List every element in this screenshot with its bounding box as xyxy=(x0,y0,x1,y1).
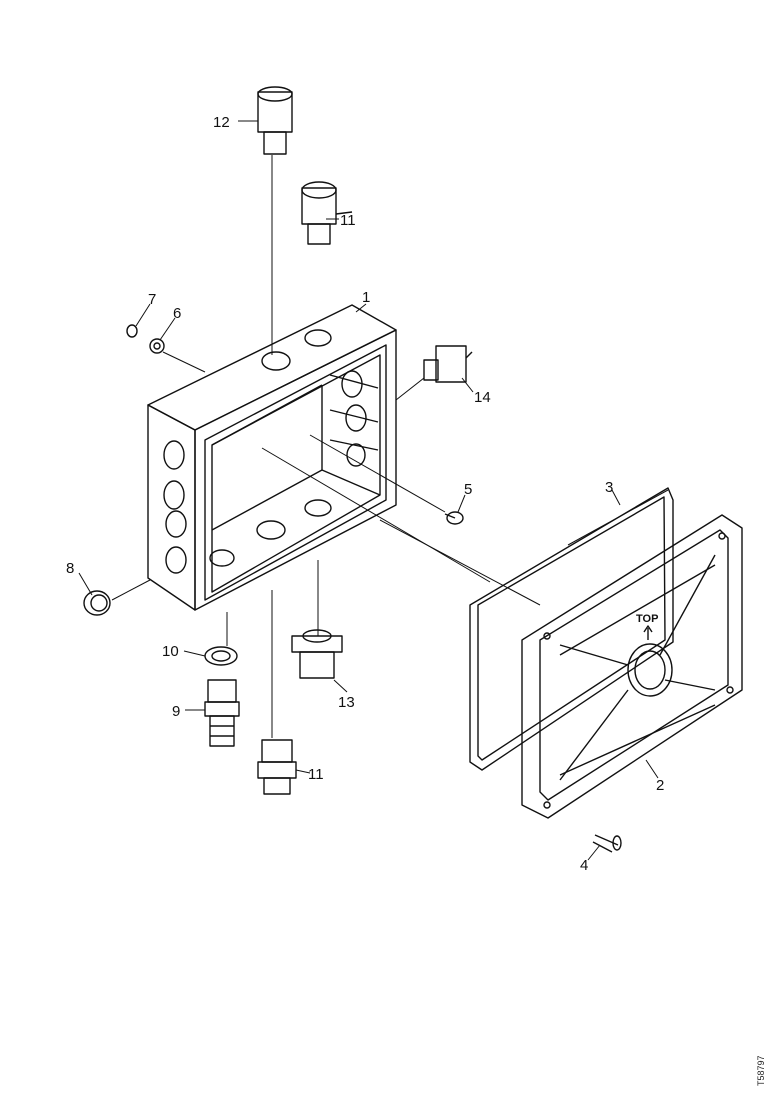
callout-13: 13 xyxy=(338,694,355,711)
callout-11-bottom: 11 xyxy=(308,766,324,783)
connector-13 xyxy=(291,629,343,679)
vent-element xyxy=(423,345,473,383)
leader-lines xyxy=(78,120,659,861)
callout-1: 1 xyxy=(362,289,370,306)
callout-9: 9 xyxy=(172,703,180,720)
mounting-screw xyxy=(444,511,464,525)
lid-label: TOP xyxy=(636,613,658,625)
lid-gasket xyxy=(469,487,674,771)
callout-11-top: 11 xyxy=(340,212,356,229)
callout-3: 3 xyxy=(605,479,613,496)
nut xyxy=(126,324,138,338)
callout-14: 14 xyxy=(474,389,491,406)
blanking-plug xyxy=(83,590,111,616)
reference-code: T58797 xyxy=(756,1055,766,1086)
washer xyxy=(149,338,165,354)
callout-7: 7 xyxy=(148,291,156,308)
enclosure-lid xyxy=(521,514,743,819)
enclosure-box xyxy=(147,304,397,611)
callout-4: 4 xyxy=(580,857,588,874)
connector-bottom xyxy=(257,739,297,795)
assembly-lines xyxy=(111,155,669,738)
connector-12 xyxy=(257,86,293,155)
callout-2: 2 xyxy=(656,777,664,794)
cable-gland xyxy=(204,679,240,747)
callout-12: 12 xyxy=(213,114,230,131)
locknut xyxy=(204,646,238,666)
callout-5: 5 xyxy=(464,481,472,498)
callout-10: 10 xyxy=(162,643,179,660)
lid-screw xyxy=(592,834,622,853)
connector-top xyxy=(301,181,353,245)
callout-8: 8 xyxy=(66,560,74,577)
callout-6: 6 xyxy=(173,305,181,322)
